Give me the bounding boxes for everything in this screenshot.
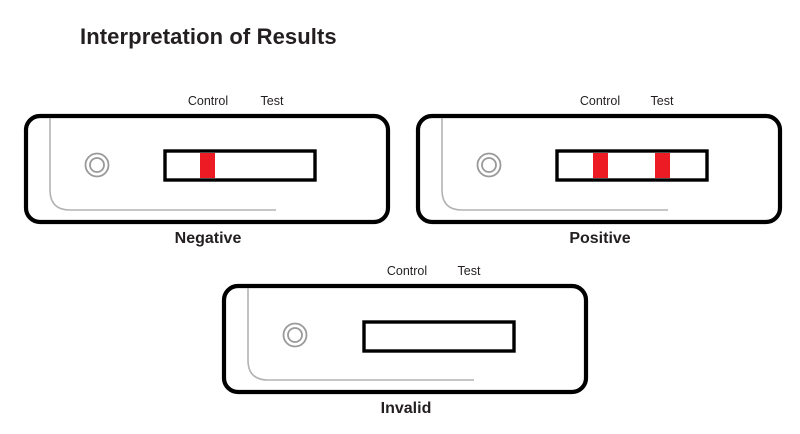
cassette-inner-contour-positive <box>441 118 668 211</box>
cassette-body-positive <box>415 113 783 225</box>
result-caption-positive: Positive <box>569 230 631 247</box>
test-device-positive: Control Test Positive <box>414 94 786 264</box>
result-window-negative <box>163 149 317 182</box>
result-caption-negative: Negative <box>174 230 242 247</box>
control-line-negative <box>200 153 215 178</box>
strip-labels-negative: Control Test <box>22 94 394 112</box>
cassette-body-negative <box>23 113 391 225</box>
test-label-invalid: Test <box>457 264 481 278</box>
test-device-negative: Control Test Negative <box>22 94 394 264</box>
test-label-negative: Test <box>260 94 284 108</box>
control-label-negative: Control <box>187 94 229 108</box>
cassette-body-invalid <box>221 283 589 395</box>
strip-labels-invalid: Control Test <box>220 264 592 282</box>
test-label-positive: Test <box>650 94 674 108</box>
sample-well-inner-ring-negative <box>89 157 105 173</box>
cassette-inner-contour-negative <box>49 118 276 211</box>
cassette-inner-contour-invalid <box>247 288 474 381</box>
result-window-positive <box>555 149 709 182</box>
result-window-invalid <box>362 320 516 353</box>
result-caption-invalid: Invalid <box>380 400 432 417</box>
control-line-positive <box>593 153 608 178</box>
test-device-invalid: Control Test Invalid <box>220 264 592 434</box>
test-line-positive <box>655 153 670 178</box>
page-title: Interpretation of Results <box>80 24 337 49</box>
control-label-positive: Control <box>579 94 621 108</box>
sample-well-inner-ring-invalid <box>287 327 303 343</box>
sample-well-inner-ring-positive <box>481 157 497 173</box>
control-label-invalid: Control <box>386 264 428 278</box>
strip-labels-positive: Control Test <box>414 94 786 112</box>
